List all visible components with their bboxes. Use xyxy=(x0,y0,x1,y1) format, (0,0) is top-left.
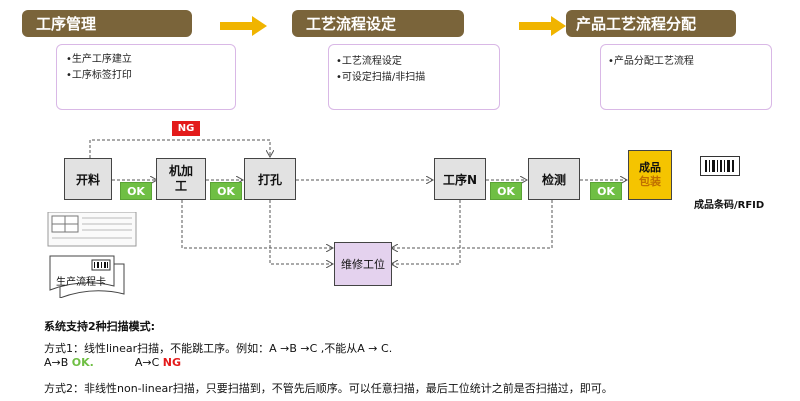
flow-card-icon xyxy=(47,212,137,298)
ex-ok-prefix: A→B xyxy=(44,356,69,369)
step-jiance[interactable]: 检测 xyxy=(528,158,580,200)
finished-packing-box[interactable]: 成品 包装 xyxy=(628,150,672,200)
stage-3-title: 产品工艺流程分配 xyxy=(566,10,736,37)
stage-3-panel xyxy=(600,44,772,110)
stage-1-items: •生产工序建立 •工序标签打印 xyxy=(66,52,132,84)
stage-3-item: •产品分配工艺流程 xyxy=(608,56,694,67)
ng-badge: NG xyxy=(172,121,200,136)
mode1-example: A→B OK. A→C NG xyxy=(44,356,181,369)
barcode-label: 成品条码/RFID xyxy=(694,200,765,211)
flow-arrow-icon xyxy=(519,16,566,36)
ok-badge: OK xyxy=(210,182,242,200)
step-dakong[interactable]: 打孔 xyxy=(244,158,296,200)
stage-1-item: •生产工序建立 xyxy=(66,54,132,65)
ok-badge: OK xyxy=(120,182,152,200)
finished-line2: 包装 xyxy=(639,175,661,188)
flow-card-label: 生产流程卡 xyxy=(56,277,106,288)
step-kailiao[interactable]: 开料 xyxy=(64,158,112,200)
ok-badge: OK xyxy=(590,182,622,200)
step-n[interactable]: 工序N xyxy=(434,158,486,200)
ok-badge: OK xyxy=(490,182,522,200)
finished-line1: 成品 xyxy=(639,161,661,174)
stage-1-title: 工序管理 xyxy=(22,10,192,37)
stage-2-title: 工艺流程设定 xyxy=(292,10,464,37)
flow-arrow-icon xyxy=(220,16,267,36)
stage-2-item: •可设定扫描/非扫描 xyxy=(336,72,426,83)
ex-ng-prefix: A→C xyxy=(134,356,160,369)
mode1-text: 方式1：线性linear扫描，不能跳工序。例如：A →B →C ,不能从A → … xyxy=(44,342,393,355)
stage-2-items: •工艺流程设定 •可设定扫描/非扫描 xyxy=(336,54,425,86)
ex-ng: NG xyxy=(162,356,182,369)
stage-2-panel xyxy=(328,44,500,110)
stage-1-item: •工序标签打印 xyxy=(66,70,132,81)
step-jijiagong[interactable]: 机加 工 xyxy=(156,158,206,200)
repair-station[interactable]: 维修工位 xyxy=(334,242,392,286)
stage-2-item: •工艺流程设定 xyxy=(336,56,402,67)
ex-ok: OK. xyxy=(71,356,94,369)
mode2-text: 方式2：非线性non-linear扫描，只要扫描到，不管先后顺序。可以任意扫描，… xyxy=(44,382,613,395)
notes-heading: 系统支持2种扫描模式: xyxy=(44,320,156,333)
barcode-icon xyxy=(700,156,740,176)
stage-1-panel xyxy=(56,44,236,110)
stage-3-items: •产品分配工艺流程 xyxy=(608,54,694,70)
